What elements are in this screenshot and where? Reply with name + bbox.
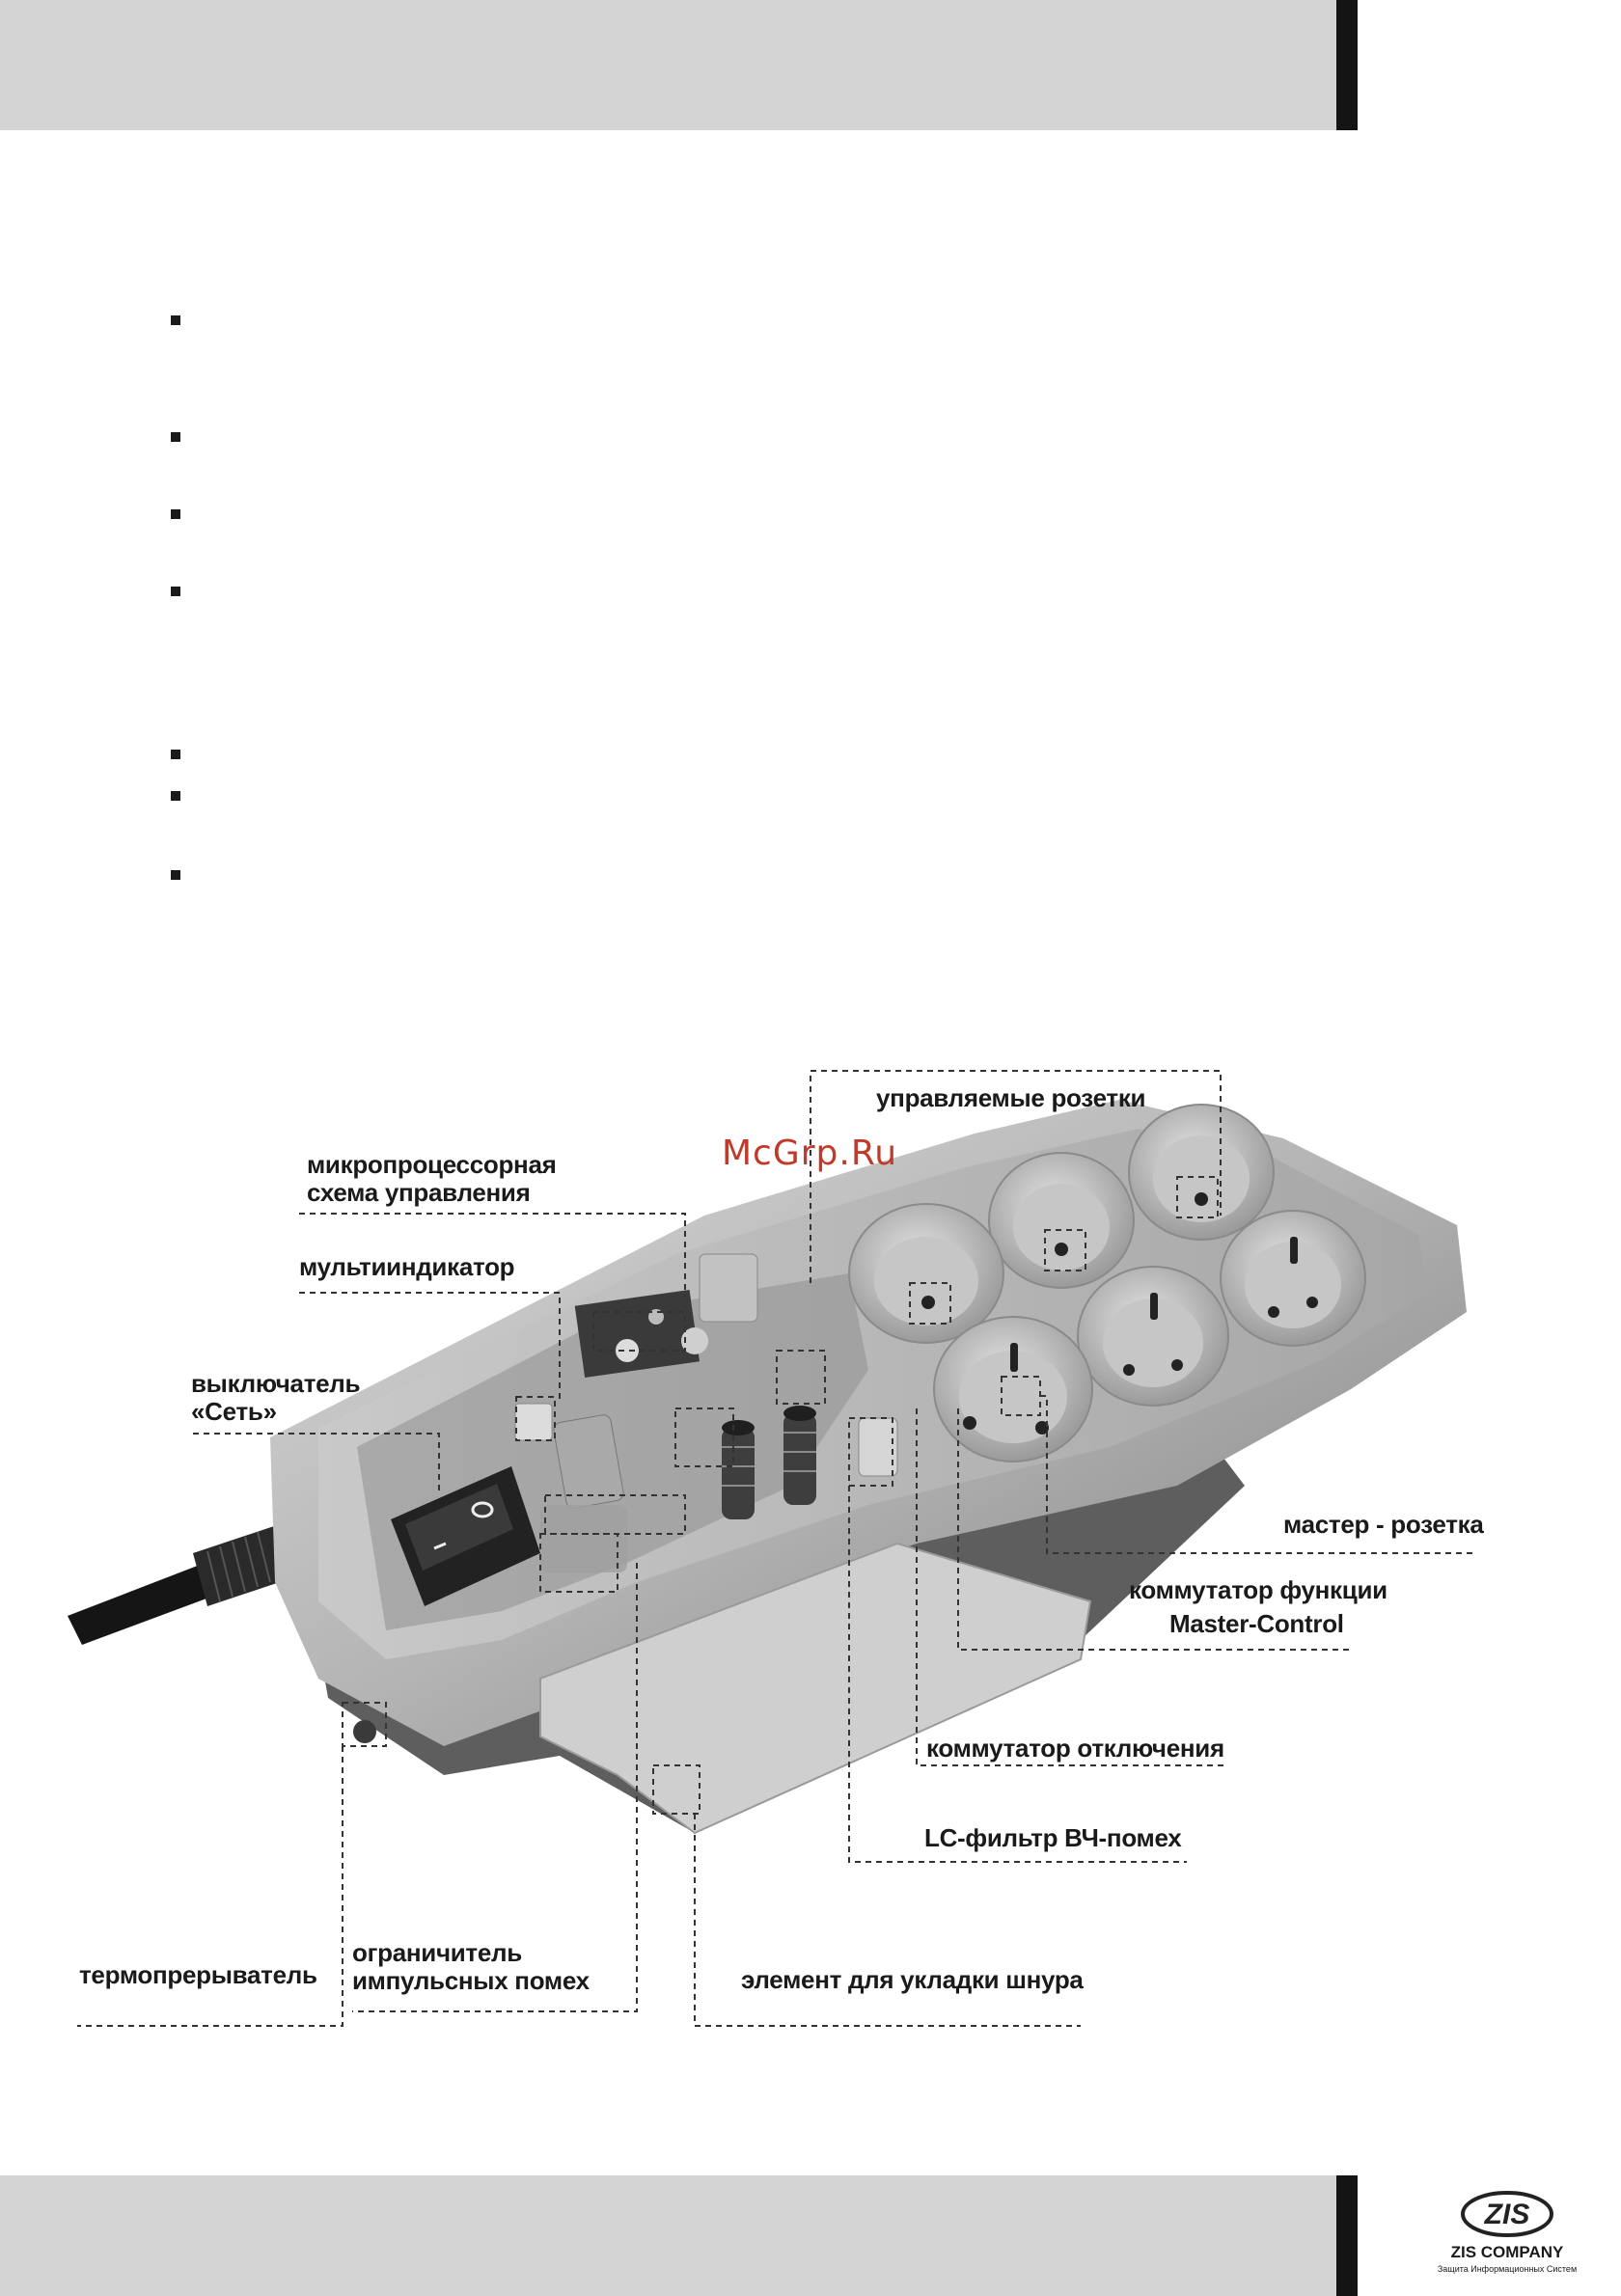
- header-band: [0, 0, 1351, 130]
- callout-lines: [77, 1070, 1476, 2027]
- bullet-marker: [171, 315, 180, 325]
- label-surge-limiter-line1: ограничитель: [352, 1938, 522, 1967]
- header-accent-bar: [1336, 0, 1358, 130]
- logo-company-name: ZIS COMPANY: [1450, 2243, 1564, 2261]
- bullet-marker: [171, 509, 180, 519]
- label-master-socket: мастер - розетка: [1283, 1510, 1484, 1539]
- lc-filter-coils: [722, 1406, 816, 1519]
- label-thermal-breaker: термопрерыватель: [79, 1960, 317, 1989]
- watermark: McGrp.Ru: [722, 1134, 898, 1173]
- label-multiindicator: мультииндикатор: [299, 1252, 515, 1281]
- power-cable: [68, 1524, 294, 1645]
- bullet-marker: [171, 870, 180, 880]
- label-cord-element: элемент для укладки шнура: [741, 1965, 1084, 1994]
- label-microprocessor-line2: схема управления: [307, 1178, 531, 1207]
- label-microprocessor-line1: микропроцессорная: [307, 1150, 557, 1179]
- zis-company-logo: ZIS ZIS COMPANY Защита Информационных Си…: [1420, 2175, 1594, 2291]
- label-switch-line2: «Сеть»: [191, 1397, 277, 1426]
- bullet-marker: [171, 750, 180, 759]
- svg-text:ZIS: ZIS: [1484, 2199, 1530, 2230]
- label-switch-line1: выключатель: [191, 1369, 361, 1398]
- label-controlled-sockets: управляемые розетки: [876, 1083, 1146, 1112]
- label-lc-filter: LC-фильтр ВЧ-помех: [924, 1823, 1182, 1852]
- logo-tagline: Защита Информационных Систем: [1437, 2264, 1578, 2274]
- footer-accent-bar: [1336, 2175, 1358, 2296]
- outlet-sockets: [848, 1104, 1366, 1462]
- bullet-marker: [171, 587, 180, 596]
- cord-tray: [539, 1542, 1092, 1835]
- label-master-control-line1: коммутатор функции: [1129, 1575, 1387, 1604]
- footer-band: [0, 2175, 1351, 2296]
- label-master-control-line2: Master-Control: [1169, 1609, 1344, 1638]
- bullet-marker: [171, 432, 180, 442]
- label-surge-limiter-line2: импульсных помех: [352, 1966, 590, 1995]
- bullet-marker: [171, 791, 180, 801]
- zis-logo-mark: ZIS: [1461, 2191, 1553, 2237]
- power-switch: [391, 1466, 540, 1606]
- label-disconnect-switch: коммутатор отключения: [926, 1734, 1224, 1763]
